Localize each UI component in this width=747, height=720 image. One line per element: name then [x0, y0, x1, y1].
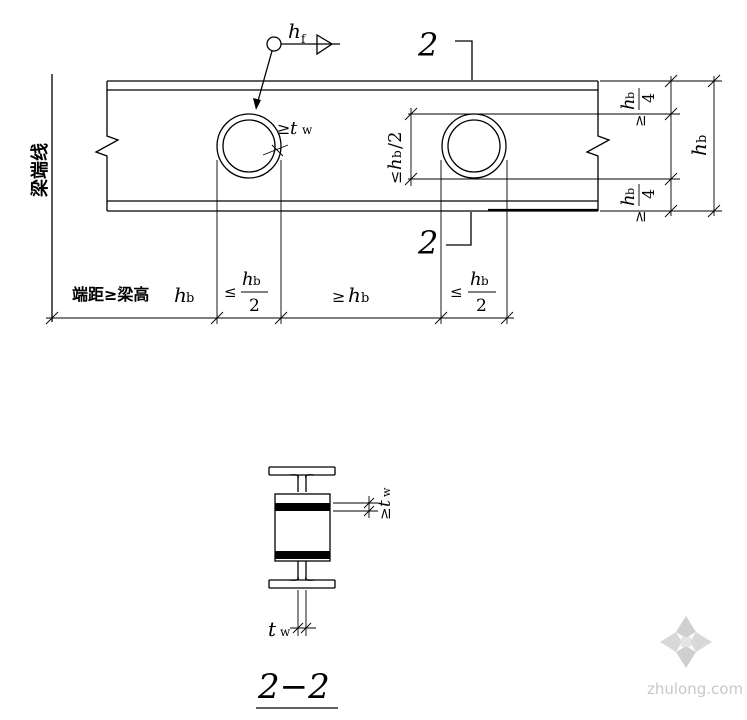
- sec-top-web: [297, 474, 307, 492]
- section-marker-top-label: 2: [417, 26, 438, 64]
- tw-tick: [271, 144, 284, 157]
- dim-chain-tick-0: [45, 311, 59, 325]
- dim-top-four: 4: [639, 93, 658, 103]
- dim-tick-bottom: [404, 172, 418, 186]
- weld-symbol: h f: [253, 19, 340, 110]
- sec-bottom-web: [297, 561, 307, 580]
- seg3-le: ≤: [450, 283, 463, 301]
- sec-sleeve: [274, 493, 331, 562]
- tw-ge: ≥: [277, 119, 290, 138]
- sec-tw-w: w: [380, 487, 393, 497]
- dim-right-tick-3: [664, 172, 678, 186]
- sec-sleeve-bottom-plate: [275, 551, 330, 559]
- dim-bot-four: 4: [639, 189, 658, 199]
- sec-web-t: t: [268, 617, 277, 641]
- dim-right-outer-tick-top: [707, 74, 721, 88]
- opening-2-inner: [447, 119, 501, 173]
- seg1-two: 2: [249, 296, 260, 316]
- seg2-h: h: [348, 283, 361, 307]
- beam-elevation: 梁端线: [29, 74, 611, 322]
- right-break-line: [585, 81, 611, 211]
- dim-vert-le: ≤: [386, 171, 405, 184]
- left-break-line: [94, 81, 120, 211]
- weld-triangle: [316, 33, 334, 56]
- watermark-logo-icon: [660, 616, 712, 668]
- dim-overall-b: b: [695, 135, 710, 143]
- dim-vert-h: h: [385, 158, 406, 170]
- section-marker-top-line: [455, 40, 473, 80]
- section-marker-bottom: 2: [417, 212, 472, 262]
- section-marker-bottom-line: [446, 212, 472, 246]
- tw-w: w: [302, 123, 313, 137]
- sec-tw-ge: ≥: [376, 507, 394, 520]
- opening-1-outer: [216, 113, 282, 179]
- seg1-b: b: [253, 274, 261, 288]
- dim-right-outer-tick-bottom: [707, 204, 721, 218]
- sec-tw-t: t: [375, 500, 395, 507]
- seg3-h: h: [470, 269, 482, 290]
- seg1-h: h: [242, 269, 254, 290]
- opening-2-outer: [441, 113, 507, 179]
- weld-leader: [255, 50, 273, 109]
- tw-leader: [262, 144, 289, 156]
- end-distance-label: 端距≥梁高: [72, 285, 149, 304]
- dim-right-tick-1: [664, 74, 678, 88]
- end-distance-b: b: [186, 291, 194, 306]
- seg2-b: b: [361, 291, 369, 306]
- section-marker-top: 2: [417, 26, 473, 80]
- weld-circle: [266, 36, 282, 52]
- dim-tick-top: [404, 107, 418, 121]
- opening-1-inner: [222, 119, 276, 173]
- sec-web-w: w: [280, 625, 291, 639]
- beam-end-line-label: 梁端线: [29, 143, 51, 198]
- section-2-2: ≥ t w t w 2−2: [256, 466, 395, 709]
- dim-top-h: h: [618, 98, 639, 110]
- end-distance-h: h: [174, 283, 187, 307]
- dim-right-tick-4: [664, 204, 678, 218]
- sec-sleeve-top-plate: [275, 503, 330, 511]
- dim-horizontal-chain: 端距≥梁高 h b ≤ h b 2 ≥ h b ≤ h b 2: [45, 160, 514, 325]
- dim-chain-tick-4: [500, 311, 514, 325]
- tw-annotation-elevation: ≥ t w: [262, 118, 313, 157]
- dim-bot-h: h: [618, 194, 639, 206]
- dim-opening-spacing-vertical: ≤ h b /2: [385, 107, 512, 186]
- seg2-ge: ≥: [332, 287, 345, 306]
- dim-chain-tick-2: [274, 311, 288, 325]
- dim-top-b: b: [624, 92, 637, 99]
- tw-t: t: [290, 118, 298, 139]
- section-marker-bottom-label: 2: [417, 224, 438, 262]
- dim-vert-b: b: [390, 150, 404, 158]
- seg3-b: b: [481, 274, 489, 288]
- seg3-two: 2: [476, 296, 487, 316]
- dim-right: ≥ h b 4 ≥ h b 4 h b: [512, 74, 722, 223]
- watermark-text: zhulong.com: [647, 680, 743, 698]
- dim-vert-slash2: /2: [385, 131, 406, 149]
- dim-chain-tick-3: [434, 311, 448, 325]
- dim-bot-ge: ≥: [631, 210, 649, 223]
- section-title: 2−2: [257, 667, 330, 707]
- weld-hf-f: f: [301, 32, 307, 46]
- dim-bot-b: b: [624, 188, 637, 195]
- weld-leader-arrow: [253, 98, 261, 110]
- dim-right-tick-2: [664, 107, 678, 121]
- dim-overall-h: h: [687, 143, 711, 156]
- watermark: zhulong.com: [647, 616, 743, 698]
- dim-chain-tick-1: [210, 311, 224, 325]
- weld-hf-h: h: [288, 19, 301, 43]
- seg1-le: ≤: [224, 283, 237, 301]
- dim-top-ge: ≥: [631, 114, 649, 127]
